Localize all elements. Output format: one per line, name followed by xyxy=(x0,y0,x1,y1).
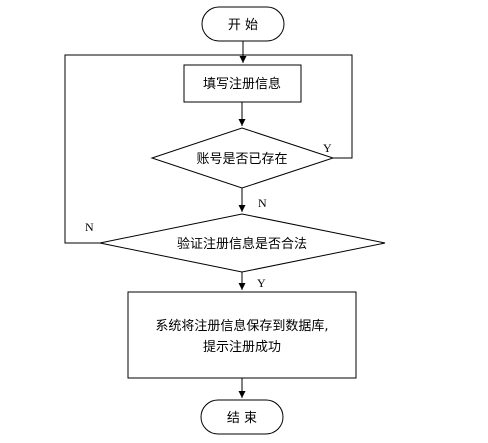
fill-info-label: 填写注册信息 xyxy=(203,76,281,92)
exists-no-label: N xyxy=(258,196,267,210)
account-exists-label: 账号是否已存在 xyxy=(196,152,287,167)
arrow-validate-no-loop xyxy=(64,54,243,244)
start-label: 开 始 xyxy=(228,18,258,33)
end-terminator xyxy=(200,399,284,435)
save-box xyxy=(127,291,357,379)
arrow-exists-yes-loop xyxy=(243,54,353,159)
validate-yes-label: Y xyxy=(257,276,266,290)
save-label-line1: 系统将注册信息保存到数据库, xyxy=(155,318,328,334)
fill-info-box xyxy=(183,64,302,103)
validate-no-label: N xyxy=(85,220,94,234)
end-label: 结 束 xyxy=(227,411,257,426)
validate-label: 验证注册信息是否合法 xyxy=(177,236,307,252)
exists-yes-label: Y xyxy=(323,141,332,155)
save-label-line2: 提示注册成功 xyxy=(203,339,281,355)
